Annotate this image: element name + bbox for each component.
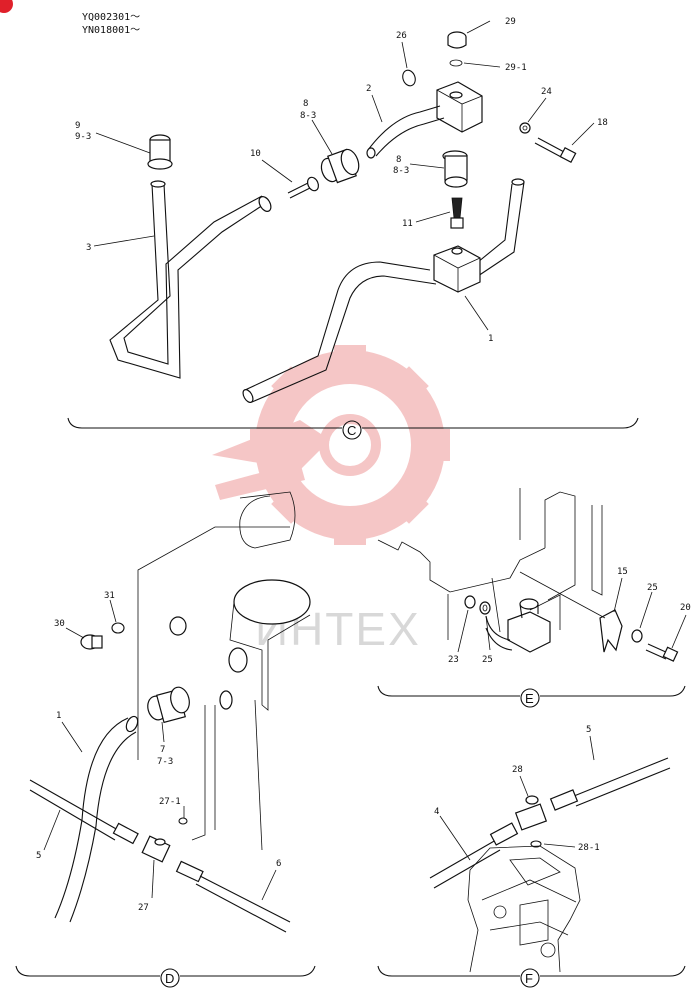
nut-5-f-icon: [549, 789, 579, 811]
valve-11-icon: [450, 197, 464, 229]
fitting-8-lower-icon: [442, 150, 468, 188]
clip-15-icon: [599, 609, 623, 653]
pump-body-f-icon: [467, 845, 581, 973]
label-c-8-lower: 8: [396, 155, 401, 165]
hose-1-d-left: [54, 717, 129, 919]
section-c-drawing: [67, 20, 639, 429]
hose-2-end: [366, 147, 376, 159]
pipe-1: [242, 178, 525, 403]
hose-1-d-right: [69, 731, 137, 923]
label-d-27: 27: [138, 903, 149, 913]
label-c-1: 1: [488, 334, 493, 344]
label-c-24: 24: [541, 87, 552, 97]
hose-3: [109, 180, 272, 379]
bolt-20-icon: [645, 643, 679, 662]
section-d-marker: [160, 968, 180, 988]
section-f-marker: [520, 968, 540, 988]
label-c-8-upper: 8: [303, 99, 308, 109]
label-d-27-1: 27-1: [159, 797, 181, 807]
label-c-9: 9: [75, 121, 80, 131]
label-f-28: 28: [512, 765, 523, 775]
label-c-26: 26: [396, 31, 407, 41]
hose-2-bottom: [375, 117, 445, 157]
corner-badge-icon: [0, 0, 13, 13]
label-f-5: 5: [586, 725, 591, 735]
section-f-drawing: [377, 735, 686, 977]
label-c-3: 3: [86, 243, 91, 253]
watermark-gear-logo: [212, 345, 450, 545]
o-ring-29-1-icon: [449, 59, 463, 67]
tee-28-icon: [514, 795, 548, 831]
label-d-30: 30: [54, 619, 65, 629]
section-e-drawing: [377, 488, 687, 697]
label-e-23: 23: [448, 655, 459, 665]
label-d-7: 7: [160, 745, 165, 755]
label-c-8-3-lower: 8-3: [393, 166, 409, 176]
serial-number-2: YN018001～: [82, 25, 140, 36]
label-c-29-1: 29-1: [505, 63, 527, 73]
label-d-1: 1: [56, 711, 61, 721]
label-e-15: 15: [617, 567, 628, 577]
label-e-25-right: 25: [647, 583, 658, 593]
label-d-5: 5: [36, 851, 41, 861]
section-e-letter: E: [525, 691, 534, 706]
washer-25-left-icon: [479, 601, 491, 615]
washer-25-right-icon: [631, 629, 643, 643]
nut-4-f-icon: [489, 822, 519, 846]
label-f-28-1: 28-1: [578, 843, 600, 853]
bolt-10-icon: [287, 176, 320, 199]
nut-5-d-icon: [112, 822, 139, 845]
label-e-20: 20: [680, 603, 691, 613]
o-ring-26-icon: [402, 69, 416, 87]
line-4-f: [429, 839, 501, 889]
nut-23-icon: [464, 595, 476, 609]
fitting-8-upper-icon: [320, 148, 360, 184]
tee-27-icon: [141, 835, 171, 863]
label-c-29: 29: [505, 17, 516, 27]
engine-cap-icon: [233, 579, 311, 625]
section-c-letter: C: [347, 423, 356, 438]
o-ring-27-1-icon: [178, 817, 188, 825]
hose-2-top: [367, 105, 441, 151]
label-c-18: 18: [597, 118, 608, 128]
label-d-6: 6: [276, 859, 281, 869]
label-c-11: 11: [402, 219, 413, 229]
label-e-25-left: 25: [482, 655, 493, 665]
line-5-f: [573, 757, 671, 807]
bolt-18-icon: [534, 137, 577, 164]
label-d-7-3: 7-3: [157, 757, 173, 767]
serial-number-1: YQ002301～: [82, 12, 140, 23]
section-c-marker: [342, 420, 362, 440]
line-5-d: [29, 779, 119, 841]
o-ring-28-1-icon: [530, 840, 542, 848]
label-c-9-3: 9-3: [75, 132, 91, 142]
section-d-drawing: [15, 491, 316, 977]
o-ring-31-icon: [111, 622, 125, 634]
label-c-10: 10: [250, 149, 261, 159]
elbow-fitting-e-icon: [485, 598, 551, 653]
label-c-8-3-upper: 8-3: [300, 111, 316, 121]
tee-block-upper-icon: [436, 81, 483, 133]
label-d-31: 31: [104, 591, 115, 601]
section-e-marker: [520, 688, 540, 708]
label-c-2: 2: [366, 84, 371, 94]
line-6-d: [175, 860, 291, 933]
section-f-letter: F: [525, 971, 533, 986]
fitting-7-icon: [147, 686, 190, 724]
section-d-letter: D: [165, 971, 174, 986]
label-f-4: 4: [434, 807, 439, 817]
plug-29-icon: [447, 31, 467, 49]
fitting-9-icon: [147, 134, 173, 170]
plug-30-icon: [80, 634, 103, 650]
washer-24-icon: [519, 122, 531, 134]
